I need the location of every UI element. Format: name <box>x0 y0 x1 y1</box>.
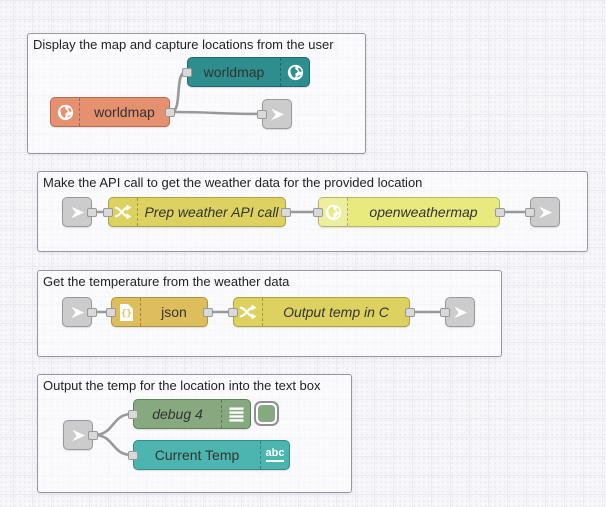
node-link-in-weather[interactable] <box>62 197 97 227</box>
wire[interactable] <box>92 412 134 437</box>
wire[interactable] <box>169 70 188 114</box>
group-map-capture[interactable]: Display the map and capture locations fr… <box>27 33 366 154</box>
debug-toggle-fill <box>258 405 275 422</box>
port-out[interactable] <box>495 208 505 217</box>
node-debug-4[interactable]: debug 4 <box>128 399 251 429</box>
json-file-icon: {} <box>112 298 141 326</box>
node-label: openweathermap <box>369 204 478 220</box>
port-out[interactable] <box>87 208 97 217</box>
port-out[interactable] <box>88 431 98 440</box>
node-worldmap-display[interactable]: worldmap <box>182 57 310 87</box>
node-link-out-map[interactable] <box>257 99 292 129</box>
abc-text-icon-label: abc <box>265 448 285 462</box>
globe-icon <box>280 58 309 86</box>
link-out-icon <box>446 298 475 326</box>
link-in-icon <box>63 198 92 226</box>
globe-icon <box>319 198 348 226</box>
port-in[interactable] <box>257 110 267 119</box>
port-in[interactable] <box>313 208 323 217</box>
node-label: debug 4 <box>152 406 203 422</box>
port-out[interactable] <box>405 308 415 317</box>
svg-text:{}: {} <box>121 309 132 319</box>
node-label: Current Temp <box>154 447 240 463</box>
port-in[interactable] <box>182 68 192 77</box>
shuffle-icon <box>109 198 138 226</box>
node-link-in-temp[interactable] <box>62 297 97 327</box>
shuffle-icon <box>234 298 263 326</box>
debug-list-icon <box>221 400 250 428</box>
port-out[interactable] <box>203 308 213 317</box>
node-label: Output temp in C <box>283 304 389 320</box>
group-title: Get the temperature from the weather dat… <box>43 274 290 289</box>
node-label: worldmap <box>94 104 155 120</box>
group-title: Output the temp for the location into th… <box>43 378 321 393</box>
port-in[interactable] <box>106 308 116 317</box>
debug-enable-toggle[interactable] <box>254 401 279 426</box>
link-out-icon <box>263 100 292 128</box>
node-json[interactable]: {} json <box>106 297 213 327</box>
node-prep-weather-call[interactable]: Prep weather API call <box>103 197 291 227</box>
wire[interactable] <box>169 110 263 116</box>
port-in[interactable] <box>228 308 238 317</box>
port-in[interactable] <box>525 208 535 217</box>
node-link-out-weather[interactable] <box>525 197 560 227</box>
node-openweathermap[interactable]: openweathermap <box>313 197 505 227</box>
abc-text-icon: abc <box>260 441 289 469</box>
port-out[interactable] <box>281 208 291 217</box>
node-link-in-output[interactable] <box>63 420 98 450</box>
port-in[interactable] <box>440 308 450 317</box>
node-worldmap-in[interactable]: worldmap <box>50 97 175 127</box>
wire[interactable] <box>92 433 134 457</box>
globe-icon <box>51 98 80 126</box>
port-out[interactable] <box>87 308 97 317</box>
port-in[interactable] <box>128 451 138 460</box>
node-link-out-temp[interactable] <box>440 297 475 327</box>
link-in-icon <box>63 298 92 326</box>
node-label: Prep weather API call <box>144 204 279 220</box>
link-out-icon <box>531 198 560 226</box>
group-title: Display the map and capture locations fr… <box>33 37 334 52</box>
port-out[interactable] <box>165 108 175 117</box>
group-title: Make the API call to get the weather dat… <box>43 175 423 190</box>
link-in-icon <box>64 421 93 449</box>
node-label: worldmap <box>203 64 265 80</box>
port-in[interactable] <box>128 410 138 419</box>
node-label: json <box>161 304 187 320</box>
node-current-temp[interactable]: Current Temp abc <box>128 440 290 470</box>
group-output-temp[interactable]: Output the temp for the location into th… <box>37 374 352 493</box>
node-output-temp-c[interactable]: Output temp in C <box>228 297 415 327</box>
port-in[interactable] <box>103 208 113 217</box>
